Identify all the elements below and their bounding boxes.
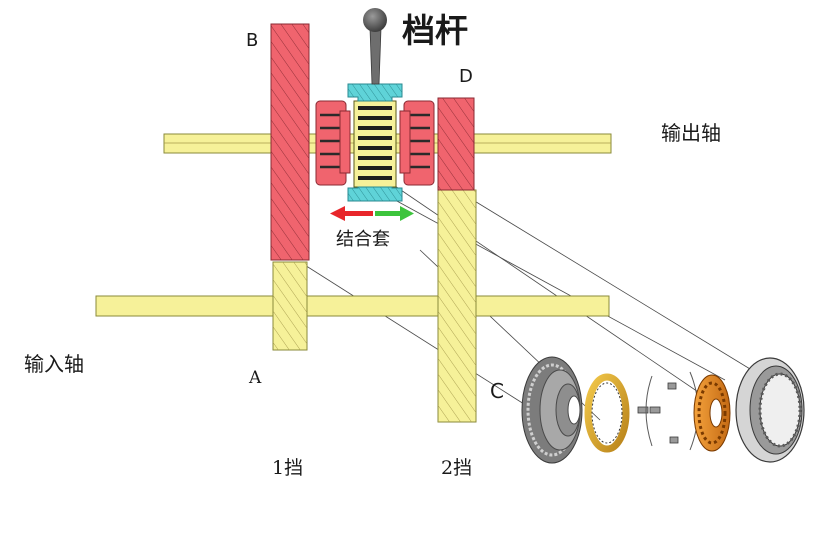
shift-lever-icon [363, 8, 387, 85]
label-gear-1: 1挡 [272, 457, 303, 479]
synchronizer-exploded-icon [521, 356, 805, 464]
right-dog-teeth [399, 100, 435, 186]
exploded-gear [521, 356, 583, 464]
arrow-left-icon [330, 206, 373, 221]
label-shift-lever: 档杆 [402, 11, 468, 50]
gear-a [272, 261, 308, 351]
gear-d [437, 97, 475, 191]
label-gear-d: D [459, 66, 473, 87]
label-input-shaft: 输入轴 [24, 352, 84, 376]
synchro-keys [637, 371, 699, 451]
label-gear-2: 2挡 [441, 457, 472, 479]
synchro-ring [584, 373, 630, 453]
label-sleeve: 结合套 [336, 229, 390, 250]
label-gear-b: B [246, 30, 258, 51]
arrow-right-icon [375, 206, 414, 221]
synchro-hub [353, 100, 397, 188]
exploded-sleeve [735, 357, 805, 463]
input-shaft [95, 295, 610, 317]
label-output-shaft: 输出轴 [661, 121, 721, 145]
label-gear-a: A [248, 368, 262, 388]
gear-b [270, 23, 310, 261]
gear-c [437, 189, 477, 423]
synchro-hub-orange [693, 374, 731, 452]
label-gear-c: C [490, 379, 504, 403]
left-dog-teeth [315, 100, 351, 186]
sleeve [347, 83, 403, 202]
